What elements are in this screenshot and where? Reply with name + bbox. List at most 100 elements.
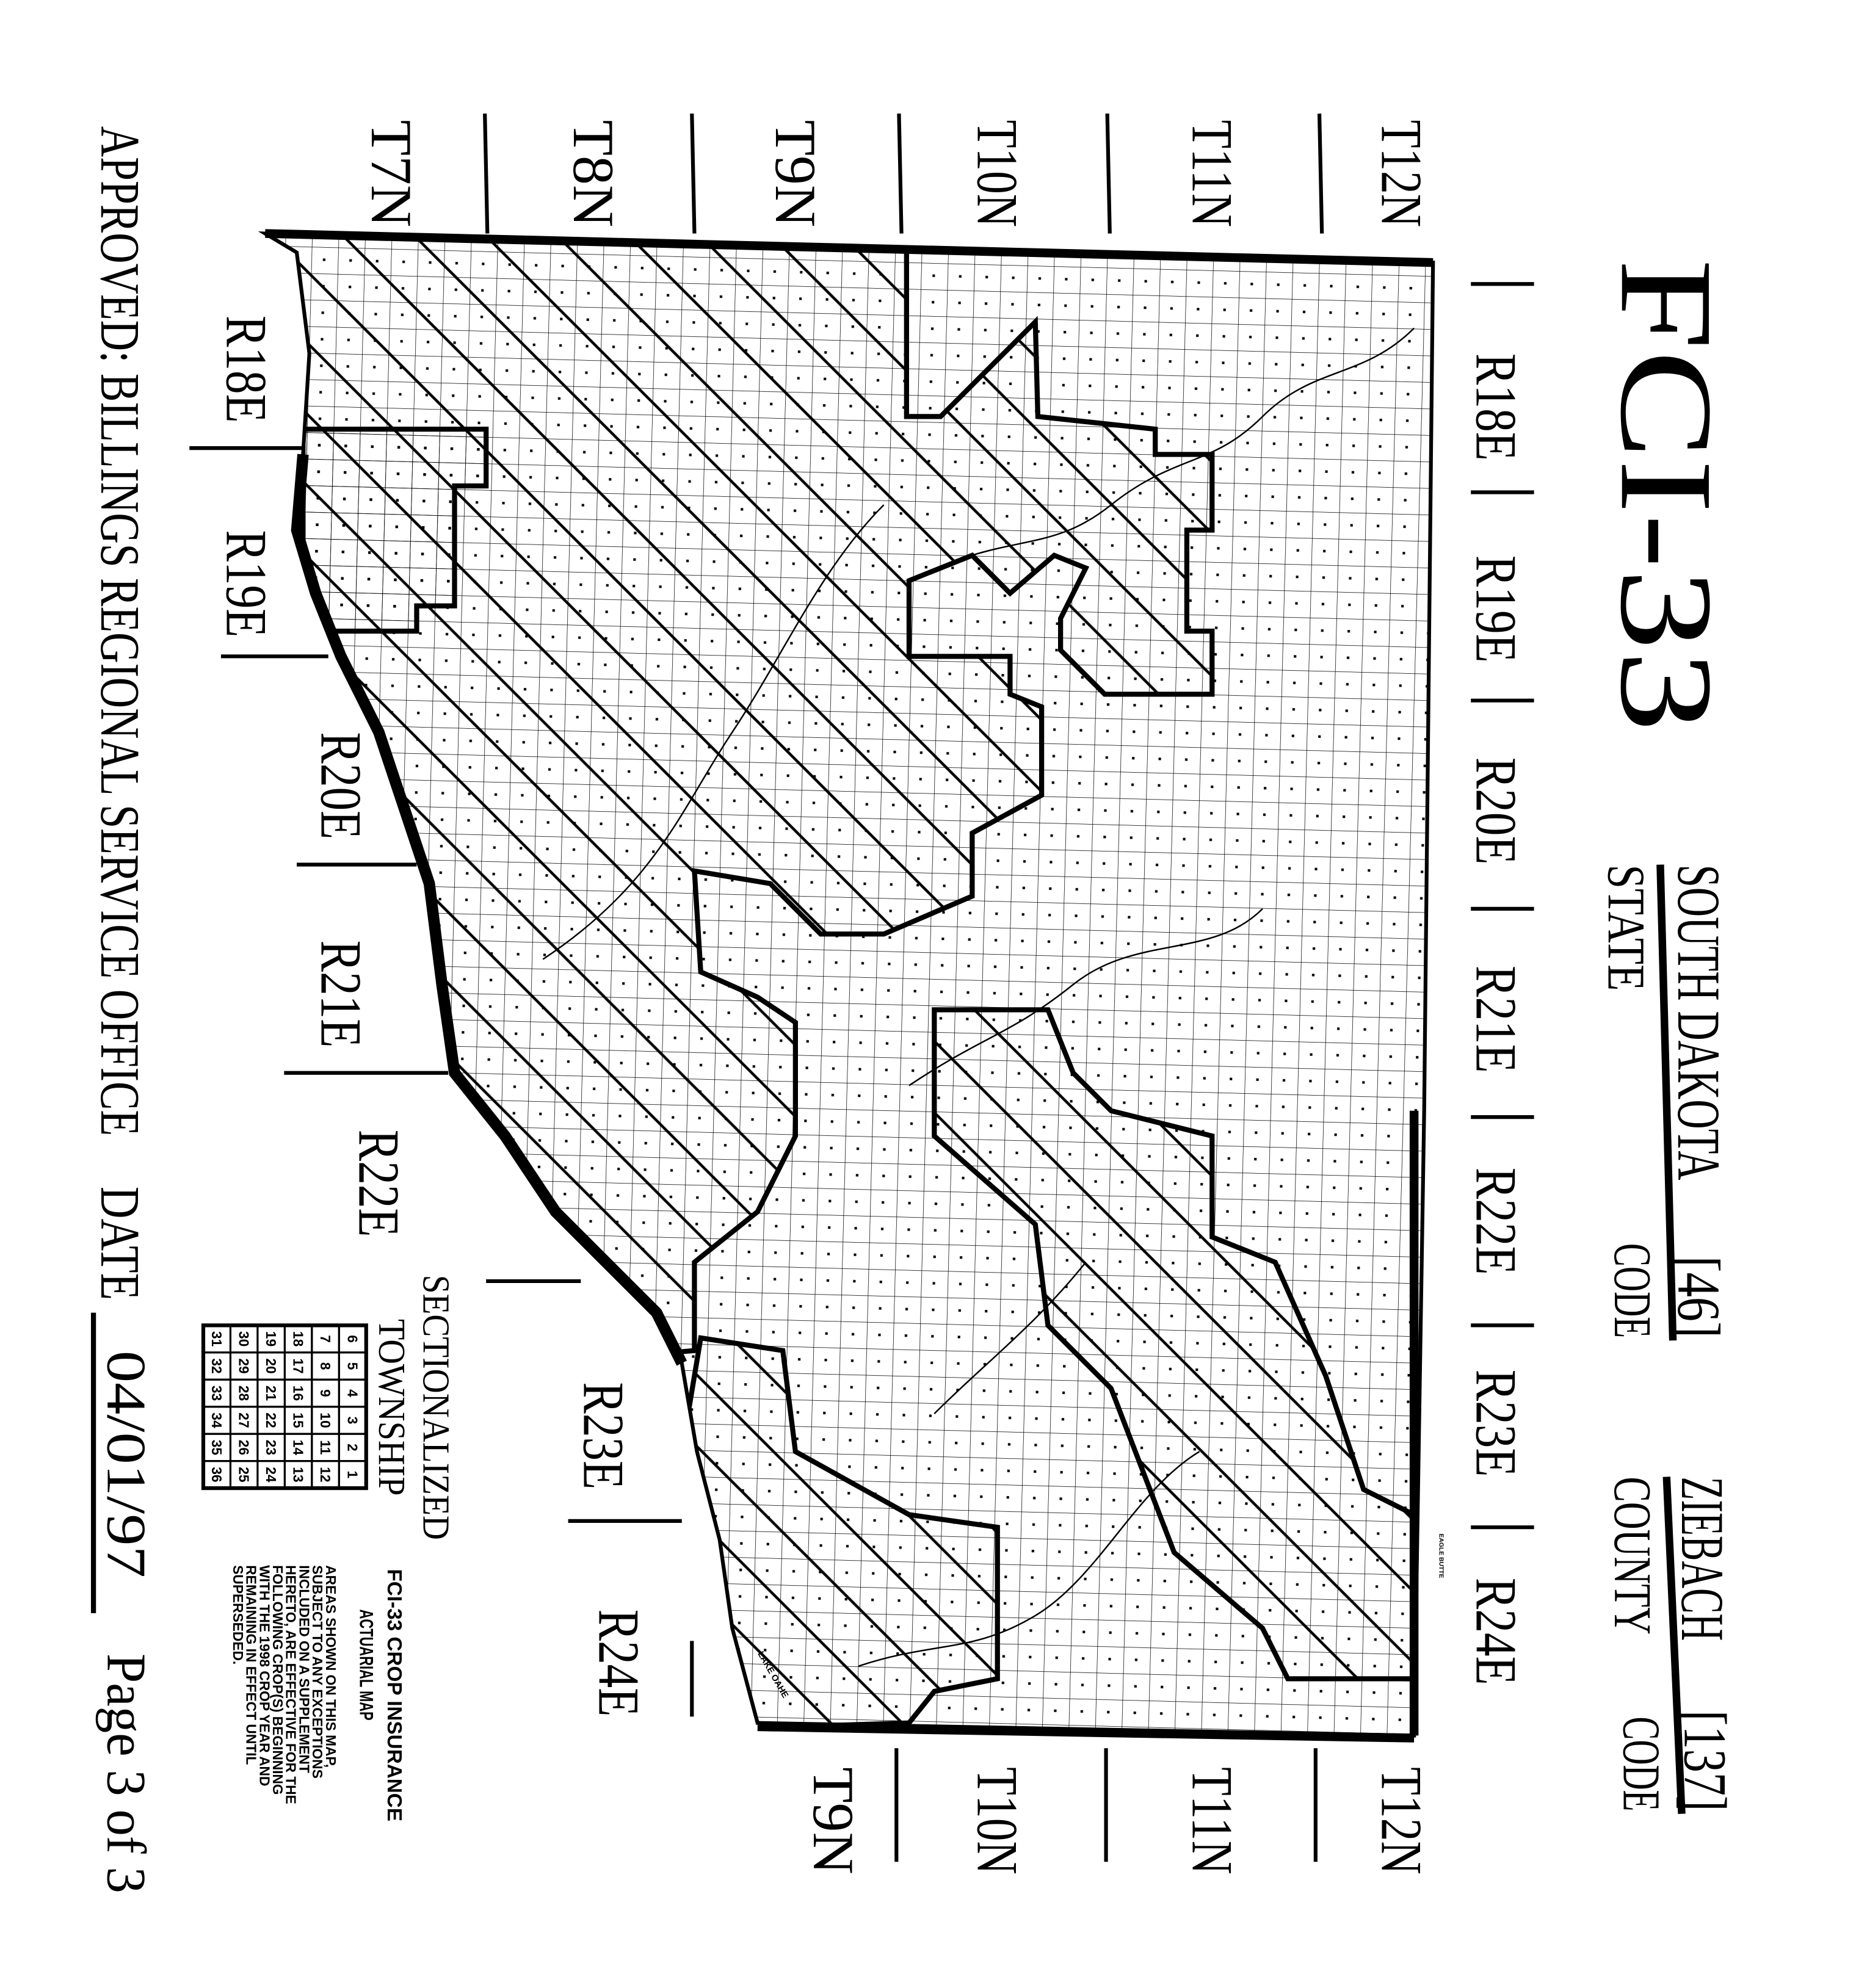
notice-subtitle: ACTUARIAL MAP xyxy=(355,1610,377,1721)
township-ticks xyxy=(189,114,1534,1862)
legend-section-number: 21 xyxy=(263,1386,279,1401)
legend-section-number: 24 xyxy=(263,1467,279,1483)
notice-line: AREAS SHOWN ON THIS MAP, xyxy=(323,1565,339,1768)
range-label: R21E xyxy=(1464,966,1529,1073)
cheyenne-river-border xyxy=(291,454,687,1366)
notice-line: FOLLOWING CROP(S) BEGINNING xyxy=(270,1565,286,1795)
range-label: R23E xyxy=(1464,1370,1529,1477)
streams xyxy=(542,327,1415,1667)
legend-section-number: 31 xyxy=(209,1331,225,1347)
range-label: R18E xyxy=(214,316,278,423)
township-label: T11N xyxy=(1180,120,1244,227)
township-label: T11N xyxy=(1180,1767,1244,1874)
state-label: STATE xyxy=(1597,865,1656,991)
approval-text: APPROVED: BILLINGS REGIONAL SERVICE OFFI… xyxy=(89,126,151,1136)
legend-section-number: 18 xyxy=(291,1331,306,1346)
range-label: R24E xyxy=(1464,1578,1529,1685)
unhatched-block-r18e xyxy=(300,426,489,634)
legend-section-number: 1 xyxy=(345,1471,361,1479)
legend-section-number: 35 xyxy=(209,1440,225,1456)
range-label: R20E xyxy=(308,732,373,839)
legend-section-number: 17 xyxy=(291,1358,306,1373)
legend-section-number: 30 xyxy=(236,1331,252,1346)
range-label: R22E xyxy=(346,1130,411,1237)
range-label: R22E xyxy=(1464,1168,1529,1275)
county-underline xyxy=(1662,1477,1686,1814)
date-value: 04/01/97 xyxy=(95,1351,157,1578)
date-label: DATE xyxy=(89,1187,151,1300)
township-label: T8N xyxy=(561,120,626,227)
range-label: R19E xyxy=(1464,555,1529,663)
sectionalized-township-grid: 6543217891011121817161514131920212223243… xyxy=(201,1323,368,1491)
footer: APPROVED: BILLINGS REGIONAL SERVICE OFFI… xyxy=(89,126,157,1893)
notice-line: INCLUDED ON A SUPPLEMENT xyxy=(296,1565,312,1773)
township-label: T9N xyxy=(801,1767,866,1874)
legend-section-number: 6 xyxy=(345,1335,361,1343)
legend-section-number: 34 xyxy=(209,1412,225,1428)
county-name: ZIEBACH xyxy=(1669,1477,1735,1641)
county-border-south xyxy=(757,1722,1415,1743)
range-label: R20E xyxy=(1464,757,1529,865)
header: FCI-33 SOUTH DAKOTA [46] STATE CODE ZIEB… xyxy=(1593,259,1740,1814)
township-label: T12N xyxy=(1369,120,1434,227)
township-label: T7N xyxy=(359,120,424,227)
page-number: Page 3 of 3 xyxy=(95,1654,157,1893)
notice-line: SUPERSEDED. xyxy=(230,1565,246,1664)
state-name: SOUTH DAKOTA xyxy=(1665,865,1731,1180)
legend-section-number: 5 xyxy=(345,1362,361,1370)
county-label: COUNTY xyxy=(1603,1477,1662,1634)
state-code-label: CODE xyxy=(1603,1243,1662,1338)
legend-cell xyxy=(202,1460,232,1489)
township-label: T10N xyxy=(965,1767,1030,1874)
legend-title: SECTIONALIZED xyxy=(415,1275,457,1540)
legend-section-number: 33 xyxy=(209,1386,225,1401)
legend-section-number: 12 xyxy=(317,1467,333,1482)
township-label: T9N xyxy=(763,120,828,227)
range-label: R23E xyxy=(571,1382,636,1489)
notice-text: AREAS SHOWN ON THIS MAP,SUBJECT TO ANY E… xyxy=(230,1565,339,1804)
legend: SECTIONALIZED TOWNSHIP 65432178910111218… xyxy=(201,1275,457,1821)
hatched-areas xyxy=(265,233,1417,1732)
legend-section-number: 36 xyxy=(209,1467,225,1482)
legend-section-number: 4 xyxy=(345,1389,361,1397)
legend-section-number: 14 xyxy=(291,1440,306,1456)
county-border-north xyxy=(265,229,1434,267)
legend-section-number: 20 xyxy=(263,1358,279,1373)
hatched-area-west xyxy=(265,233,1215,1392)
range-label: R19E xyxy=(214,530,278,638)
legend-section-number: 22 xyxy=(263,1412,279,1428)
state-underline xyxy=(1656,864,1677,1341)
legend-section-number: 10 xyxy=(317,1412,333,1428)
notice-title: FCI-33 CROP INSURANCE xyxy=(383,1569,405,1821)
legend-section-number: 11 xyxy=(317,1440,333,1455)
notice-line: WITH THE 1998 CROP YEAR AND xyxy=(256,1565,272,1786)
legend-section-number: 32 xyxy=(209,1358,225,1373)
legend-section-number: 7 xyxy=(317,1335,333,1343)
range-label: R18E xyxy=(1464,353,1529,461)
county-code-label: CODE xyxy=(1612,1716,1670,1811)
legend-section-number: 3 xyxy=(345,1417,361,1425)
town-label: EAGLE BUTTE xyxy=(1438,1534,1445,1578)
legend-section-number: 26 xyxy=(236,1440,252,1455)
legend-section-number: 28 xyxy=(236,1386,252,1401)
legend-section-number: 23 xyxy=(263,1440,279,1455)
notice-line: HERETO, ARE EFFECTIVE FOR THE xyxy=(283,1565,299,1804)
range-label: R21E xyxy=(308,941,373,1048)
legend-section-number: 9 xyxy=(317,1389,333,1397)
legend-section-number: 13 xyxy=(291,1467,306,1482)
township-label: T12N xyxy=(1369,1767,1434,1874)
grid-labels: T12NT11NT10NT9NT8NT7NT12NT11NT10NT9NR18E… xyxy=(214,120,1528,1874)
legend-section-number: 27 xyxy=(236,1412,252,1428)
form-title: FCI-33 xyxy=(1593,259,1740,732)
range-label: R24E xyxy=(586,1610,651,1717)
legend-section-number: 29 xyxy=(236,1358,252,1373)
legend-section-number: 15 xyxy=(291,1412,306,1428)
legend-subtitle: TOWNSHIP xyxy=(371,1319,412,1496)
notice-line: SUBJECT TO ANY EXCEPTIONS xyxy=(310,1565,325,1779)
legend-section-number: 8 xyxy=(317,1362,333,1370)
legend-section-number: 16 xyxy=(291,1386,306,1401)
legend-section-number: 19 xyxy=(263,1331,279,1346)
notice-line: REMAINING IN EFFECT UNTIL xyxy=(244,1565,259,1765)
